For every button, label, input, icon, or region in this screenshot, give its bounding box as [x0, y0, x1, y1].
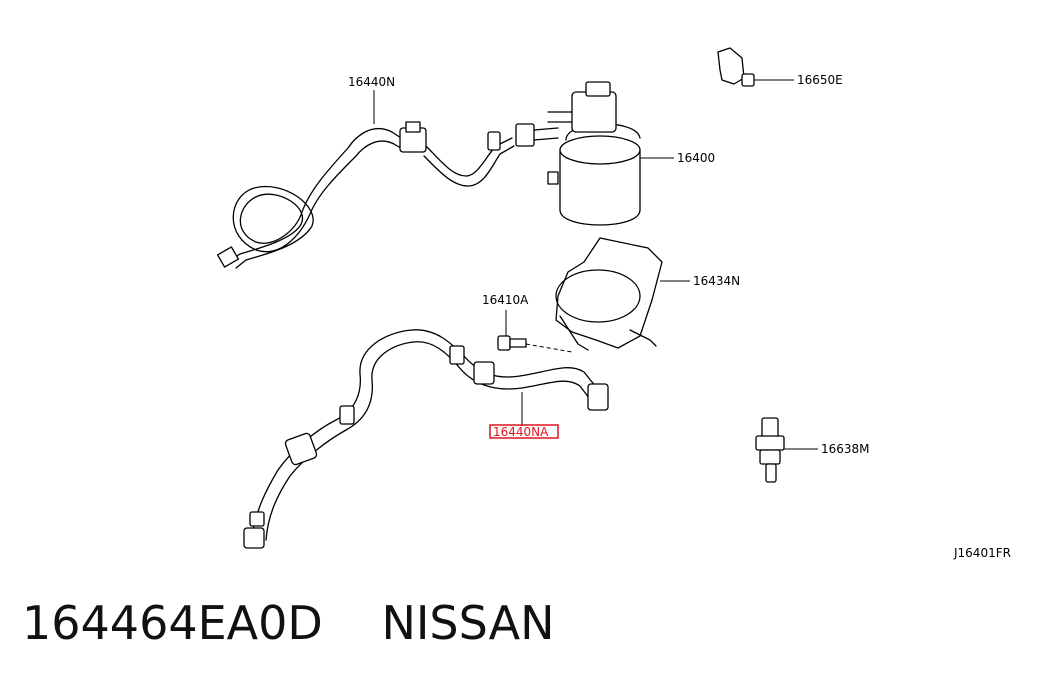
- upper-fuel-hose[interactable]: [216, 121, 559, 269]
- highlight-box: [489, 424, 559, 439]
- lower-fuel-hose[interactable]: [243, 329, 609, 549]
- callout-16440NA: 16440NA: [493, 425, 549, 439]
- sensor-16638M[interactable]: [755, 417, 785, 483]
- figure-code: J16401FR: [953, 546, 1011, 560]
- bolt-16410A[interactable]: [497, 335, 527, 351]
- leader-bolt-dashed: [525, 343, 573, 353]
- caption-brand: NISSAN: [381, 596, 555, 650]
- callout-16410A: 16410A: [482, 293, 529, 307]
- callout-16638M: 16638M: [821, 442, 870, 456]
- filter-bracket[interactable]: [555, 237, 663, 351]
- callout-16650E: 16650E: [797, 73, 843, 87]
- callout-16434N: 16434N: [693, 274, 740, 288]
- fuel-filter[interactable]: [547, 81, 641, 226]
- sensor-16650E[interactable]: [717, 47, 755, 87]
- callout-16400: 16400: [677, 151, 715, 165]
- callout-16440N: 16440N: [348, 75, 395, 89]
- caption-part-number: 164464EA0D: [22, 596, 323, 650]
- caption: 164464EA0D NISSAN: [22, 596, 555, 656]
- parts-diagram: 16440N 16400 16650E 16434N 16410A: [216, 47, 1011, 560]
